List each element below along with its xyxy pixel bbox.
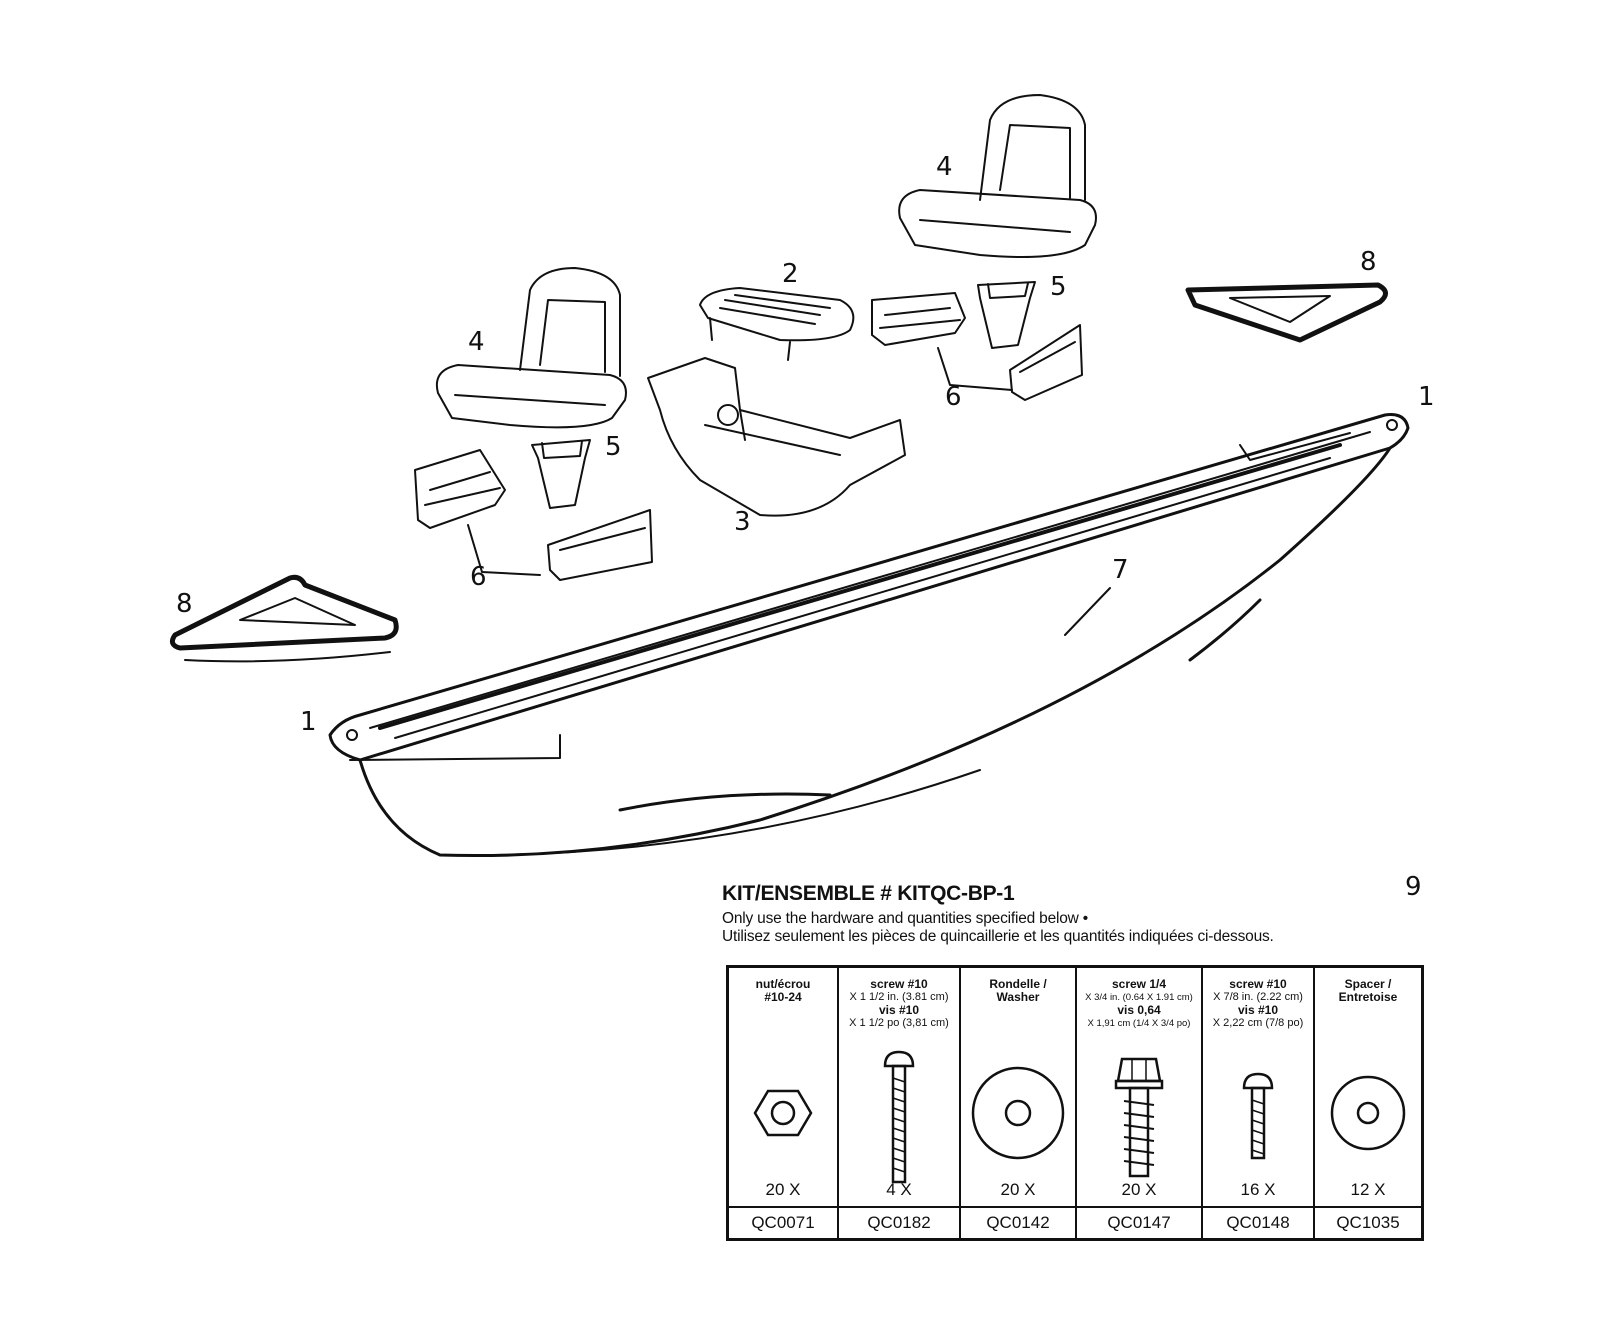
- hardware-header: Rondelle /: [989, 977, 1047, 991]
- hardware-header-fr: vis #10: [1237, 1003, 1279, 1017]
- hardware-qty: 12 X: [1350, 1180, 1386, 1199]
- callout-5-upper: 5: [1050, 272, 1067, 302]
- hardware-header: screw 1/4: [1111, 977, 1167, 991]
- hardware-qty: 20 X: [1000, 1180, 1036, 1199]
- seat-upper-drawing: [898, 94, 1097, 259]
- bracket-upper-drawing: [871, 292, 1083, 401]
- callout-6-upper: 6: [945, 382, 962, 412]
- hardware-code: QC0071: [751, 1213, 815, 1232]
- hardware-code: QC0182: [867, 1213, 931, 1232]
- callout-1-left: 1: [300, 707, 317, 737]
- hardware-qty: 16 X: [1240, 1180, 1276, 1199]
- short-screw-icon: [1242, 1072, 1274, 1160]
- hardware-size-fr: X 2,22 cm (7/8 po): [1212, 1017, 1304, 1029]
- pedestal-upper-drawing: [977, 281, 1036, 349]
- hardware-size-fr: X 1,91 cm (1/4 X 3/4 po): [1087, 1018, 1191, 1029]
- hardware-header: Spacer /: [1344, 977, 1392, 991]
- kit-title: KIT/ENSEMBLE # KITQC-BP-1: [722, 882, 1015, 905]
- callout-1-right: 1: [1418, 382, 1435, 412]
- hardware-size-en: X 1 1/2 in. (3.81 cm): [849, 991, 949, 1003]
- callout-6-lower: 6: [470, 562, 487, 592]
- hex-nut-icon: [753, 1089, 813, 1137]
- hardware-table: nut/écrou #10-24 20 X QC0071 screw #10 X…: [726, 965, 1424, 1241]
- hardware-header-sub: #10-24: [764, 990, 802, 1004]
- kit-instruction-en: Only use the hardware and quantities spe…: [722, 910, 1088, 927]
- hex-bolt-icon: [1114, 1057, 1164, 1178]
- callout-8-right: 8: [1360, 247, 1377, 277]
- seat-lower-drawing: [436, 267, 627, 429]
- hardware-header-sub: Washer: [996, 990, 1040, 1004]
- hardware-header: nut/écrou: [755, 977, 811, 991]
- hardware-code: QC0142: [986, 1213, 1050, 1232]
- hardware-code: QC0148: [1226, 1213, 1290, 1232]
- long-screw-icon: [883, 1050, 915, 1184]
- hardware-code: QC1035: [1336, 1213, 1400, 1232]
- spacer-icon: [1330, 1075, 1406, 1151]
- callout-3: 3: [734, 507, 751, 537]
- kit-instruction-fr: Utilisez seulement les pièces de quincai…: [722, 928, 1274, 945]
- bench-base-drawing: [647, 357, 906, 517]
- callout-2: 2: [782, 259, 799, 289]
- callout-7: 7: [1112, 555, 1129, 585]
- callout-4-lower: 4: [468, 327, 485, 357]
- bench-top-drawing: [699, 287, 855, 361]
- hardware-cell-long-screw: screw #10 X 1 1/2 in. (3.81 cm) vis #10 …: [839, 968, 961, 1238]
- callout-8-left: 8: [176, 589, 193, 619]
- hardware-qty: 4 X: [886, 1180, 912, 1199]
- hardware-code: QC0147: [1107, 1213, 1171, 1232]
- hardware-size-fr: X 1 1/2 po (3,81 cm): [849, 1017, 949, 1029]
- hardware-qty: 20 X: [765, 1180, 801, 1199]
- pedestal-lower-drawing: [531, 439, 591, 509]
- corner-left-drawing: [169, 574, 399, 663]
- rail-drawing: [378, 443, 1342, 739]
- hardware-cell-nut: nut/écrou #10-24 20 X QC0071: [729, 968, 839, 1238]
- hardware-header-fr: vis #10: [878, 1003, 920, 1017]
- hardware-cell-washer: Rondelle / Washer 20 X QC0142: [961, 968, 1077, 1238]
- hardware-header-sub: Entretoise: [1338, 990, 1398, 1004]
- hardware-cell-short-screw: screw #10 X 7/8 in. (2.22 cm) vis #10 X …: [1203, 968, 1315, 1238]
- corner-right-drawing: [1185, 282, 1388, 343]
- hardware-header-fr: vis 0,64: [1117, 1003, 1161, 1017]
- hardware-header: screw #10: [870, 977, 928, 991]
- hardware-cell-hex-bolt: screw 1/4 X 3/4 in. (0.64 X 1.91 cm) vis…: [1077, 968, 1203, 1238]
- hardware-cell-spacer: Spacer / Entretoise 12 X QC1035: [1315, 968, 1421, 1238]
- hardware-size-en: X 7/8 in. (2.22 cm): [1213, 991, 1303, 1003]
- hardware-header: screw #10: [1229, 977, 1287, 991]
- callout-4-upper: 4: [936, 152, 953, 182]
- exploded-boat-diagram: 1 1 2 3 4 4 5 5 6 6 7 8 8: [169, 94, 1435, 858]
- washer-icon: [971, 1066, 1065, 1160]
- callout-5-lower: 5: [605, 432, 622, 462]
- bracket-lower-drawing: [414, 449, 653, 581]
- hardware-qty: 20 X: [1121, 1180, 1157, 1199]
- hull-drawing: [328, 413, 1410, 858]
- callout-9: 9: [1405, 872, 1422, 902]
- hardware-size-en: X 3/4 in. (0.64 X 1.91 cm): [1085, 992, 1193, 1003]
